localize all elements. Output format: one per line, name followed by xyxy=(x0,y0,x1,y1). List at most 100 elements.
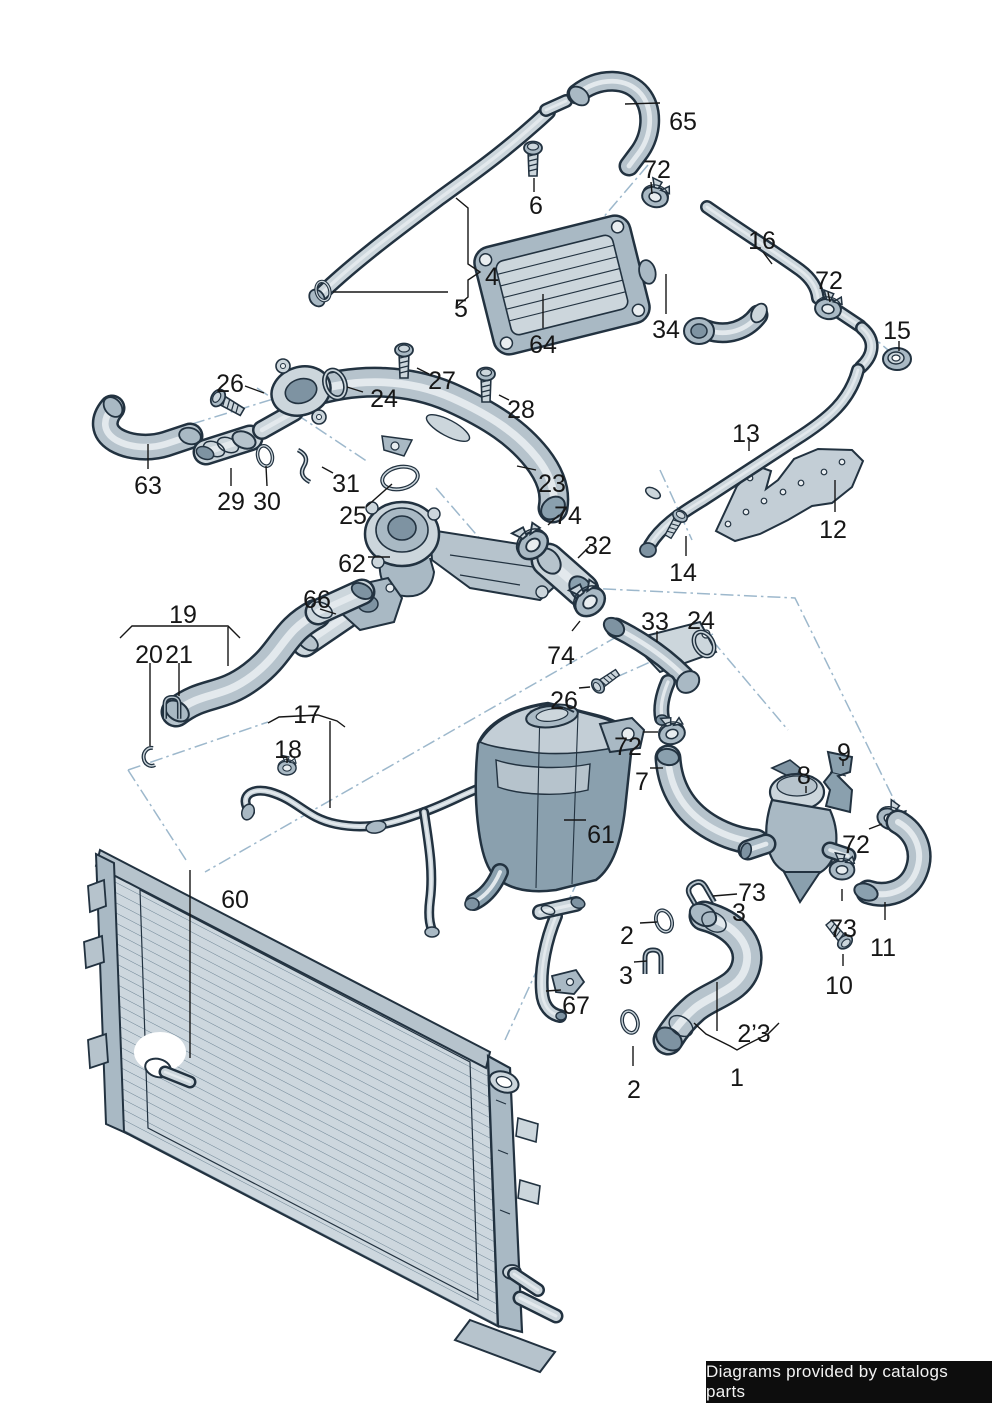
leader-line-65 xyxy=(624,102,661,105)
part-72-clamp-c xyxy=(653,712,689,749)
part-9-bracket-plate xyxy=(822,750,854,814)
callout-74[interactable]: 74 xyxy=(547,642,575,670)
part-4-vent-pipe xyxy=(308,104,556,308)
part-30-oring xyxy=(253,442,277,470)
callout-24[interactable]: 24 xyxy=(370,385,398,413)
callout-34[interactable]: 34 xyxy=(652,316,680,344)
callout-64[interactable]: 64 xyxy=(529,331,557,359)
callout-5[interactable]: 5 xyxy=(454,295,468,323)
callout-26[interactable]: 26 xyxy=(550,687,578,715)
callout-29[interactable]: 29 xyxy=(217,488,245,516)
leader-line-27 xyxy=(416,367,430,375)
callout-8[interactable]: 8 xyxy=(797,762,811,790)
callout-25[interactable]: 25 xyxy=(339,502,367,530)
part-60-radiator xyxy=(83,848,564,1374)
callout-27[interactable]: 27 xyxy=(428,367,456,395)
callout-7[interactable]: 7 xyxy=(635,768,649,796)
callout-72[interactable]: 72 xyxy=(643,156,671,184)
callout-74[interactable]: 74 xyxy=(554,502,582,530)
callout-72[interactable]: 72 xyxy=(614,733,642,761)
callout-3[interactable]: 3 xyxy=(619,962,633,990)
callout-21[interactable]: 21 xyxy=(165,641,193,669)
part-6-bolt xyxy=(523,140,543,177)
callout-65[interactable]: 65 xyxy=(669,108,697,136)
callout-26[interactable]: 26 xyxy=(216,370,244,398)
leader-line-67 xyxy=(545,989,562,992)
callout-61[interactable]: 61 xyxy=(587,821,615,849)
callout-11[interactable]: 11 xyxy=(870,934,896,962)
callout-4[interactable]: 4 xyxy=(485,263,499,291)
part-2-oring-b xyxy=(617,1007,643,1037)
leader-line-72 xyxy=(650,181,653,195)
callout-2’3[interactable]: 2’3 xyxy=(737,1020,770,1048)
bracket-19 xyxy=(119,625,241,639)
callout-62[interactable]: 62 xyxy=(338,550,366,578)
callout-9[interactable]: 9 xyxy=(837,739,851,767)
leader-line-25 xyxy=(365,483,393,508)
bracket-17 xyxy=(267,714,346,728)
callout-20[interactable]: 20 xyxy=(135,641,163,669)
callout-16[interactable]: 16 xyxy=(748,227,776,255)
callout-15[interactable]: 15 xyxy=(883,317,911,345)
callout-31[interactable]: 31 xyxy=(332,470,360,498)
callout-23[interactable]: 23 xyxy=(538,470,566,498)
callout-2[interactable]: 2 xyxy=(620,922,634,950)
callout-72[interactable]: 72 xyxy=(842,831,870,859)
bracket-2’3 xyxy=(693,1022,780,1051)
callout-10[interactable]: 10 xyxy=(825,972,853,1000)
attribution-bar: Diagrams provided by catalogs parts xyxy=(706,1361,992,1403)
part-61-expansion-tank xyxy=(464,701,646,911)
leader-line-72 xyxy=(827,291,831,303)
callout-32[interactable]: 32 xyxy=(584,532,612,560)
callout-28[interactable]: 28 xyxy=(507,396,535,424)
callout-73[interactable]: 73 xyxy=(738,879,766,907)
callout-24[interactable]: 24 xyxy=(687,607,715,635)
callout-12[interactable]: 12 xyxy=(819,516,847,544)
callout-14[interactable]: 14 xyxy=(669,559,697,587)
leader-line-73 xyxy=(712,893,738,897)
part-63-hose xyxy=(91,394,204,461)
callout-33[interactable]: 33 xyxy=(641,608,669,636)
callout-72[interactable]: 72 xyxy=(815,267,843,295)
leader-line-16 xyxy=(762,251,773,265)
callout-60[interactable]: 60 xyxy=(221,886,249,914)
leader-line-23 xyxy=(516,465,537,471)
callout-3[interactable]: 3 xyxy=(732,899,746,927)
part-23-coolant-pipe xyxy=(252,358,570,524)
leader-line-74 xyxy=(547,514,560,526)
callout-63[interactable]: 63 xyxy=(134,472,162,500)
part-26-bolt-b xyxy=(588,665,623,697)
part-33-connecting-pipe xyxy=(602,616,718,726)
part-13-coolant-pipe xyxy=(639,363,865,558)
callout-6[interactable]: 6 xyxy=(529,192,543,220)
part-25-gasket xyxy=(380,464,420,492)
leader-line-26 xyxy=(244,385,265,394)
callout-19[interactable]: 19 xyxy=(169,601,197,629)
leader-line-66 xyxy=(319,608,337,615)
callout-73[interactable]: 73 xyxy=(829,915,857,943)
callout-13[interactable]: 13 xyxy=(732,420,760,448)
leader-line-2 xyxy=(639,921,658,924)
leader-line-24 xyxy=(346,386,364,393)
leader-line-32 xyxy=(577,545,591,559)
callout-67[interactable]: 67 xyxy=(562,992,590,1020)
bracket-4 xyxy=(455,197,482,308)
part-29-connector xyxy=(192,424,264,466)
leader-line-3 xyxy=(633,960,648,963)
callout-2[interactable]: 2 xyxy=(627,1076,641,1104)
callout-1[interactable]: 1 xyxy=(730,1064,744,1092)
leader-line-74 xyxy=(571,620,581,632)
part-7-hose xyxy=(654,744,770,856)
part-62-thermostat-housing xyxy=(363,500,568,602)
callout-66[interactable]: 66 xyxy=(303,586,331,614)
part-65-hose xyxy=(539,70,661,177)
part-1-hose xyxy=(652,900,763,1056)
callout-30[interactable]: 30 xyxy=(253,488,281,516)
callout-18[interactable]: 18 xyxy=(274,736,302,764)
part-16-coolant-pipe xyxy=(700,200,879,374)
part-67-pipe xyxy=(532,896,586,1023)
callout-17[interactable]: 17 xyxy=(293,701,321,729)
leader-line-72 xyxy=(868,823,883,830)
